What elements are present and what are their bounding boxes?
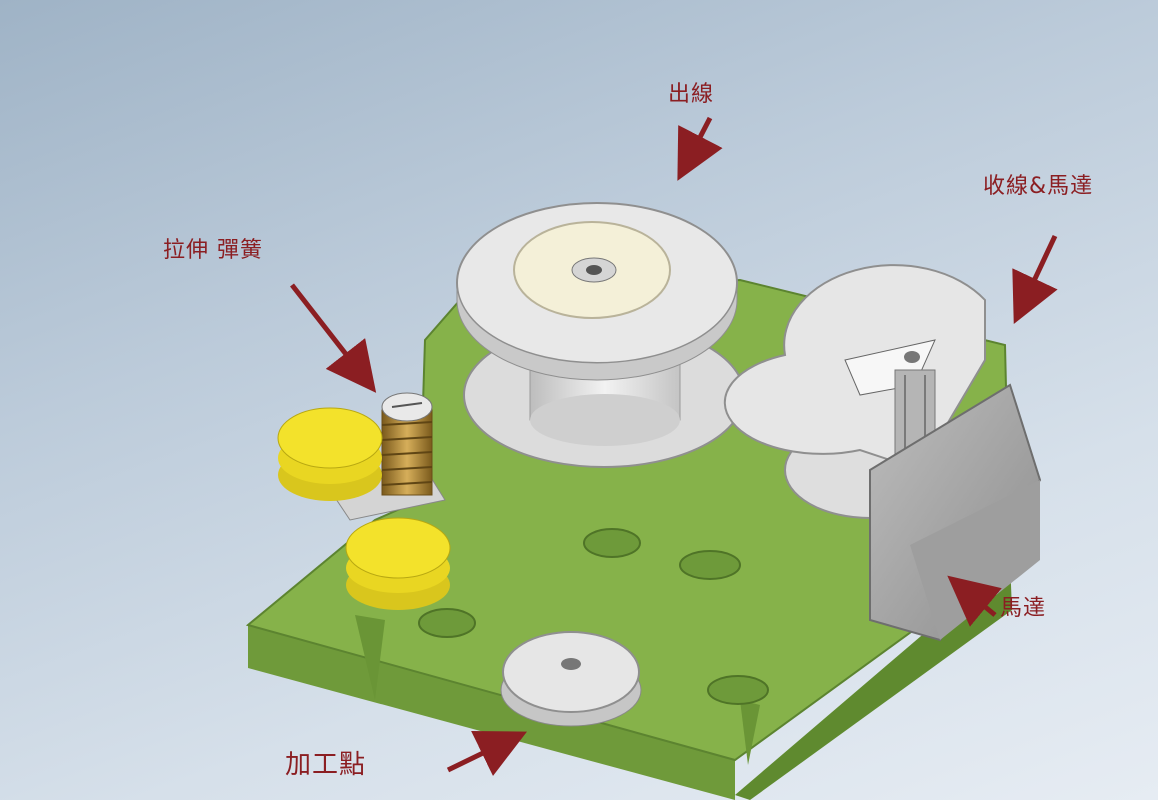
arrow-spring	[290, 283, 377, 393]
label-motor: 馬達	[1000, 596, 1047, 621]
yellow-pulley-upper	[277, 407, 383, 501]
take-up-spool	[723, 264, 986, 519]
arrow-wire-out	[677, 116, 723, 181]
label-wire-out: 出線	[668, 82, 715, 107]
mounting-slots	[418, 528, 769, 705]
arrow-processing-point	[446, 730, 527, 776]
arrow-take-up	[1012, 234, 1058, 325]
motor-block	[869, 383, 1042, 642]
processing-disk	[500, 631, 642, 727]
tension-spring-assembly	[329, 392, 446, 521]
label-processing-point: 加工點	[285, 750, 367, 780]
arrow-motor	[947, 575, 1002, 627]
yellow-pulley-lower	[345, 517, 451, 610]
label-take-up-motor: 收線&馬達	[983, 174, 1094, 199]
output-spool	[456, 202, 745, 468]
label-tension-spring: 拉伸 彈簧	[163, 238, 263, 263]
